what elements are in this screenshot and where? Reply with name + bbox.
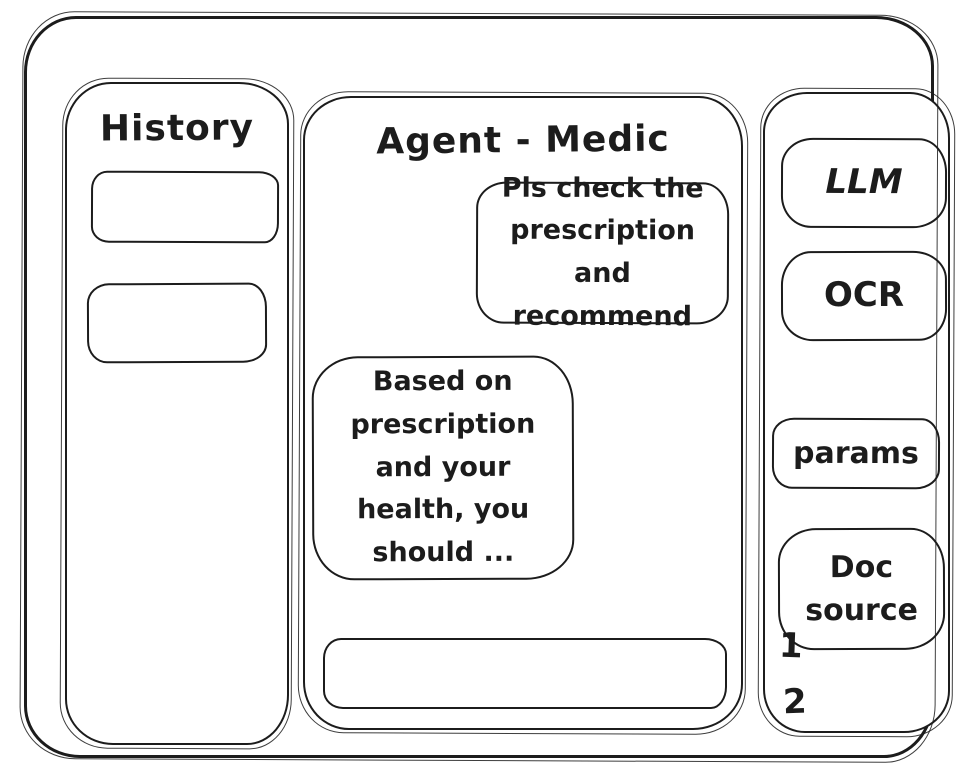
history-title: History bbox=[99, 107, 255, 150]
llm-button[interactable]: LLM bbox=[780, 137, 948, 229]
message-input-box bbox=[323, 638, 727, 709]
message-input[interactable] bbox=[325, 640, 725, 707]
doc-source-item-1[interactable]: 1 bbox=[778, 625, 804, 667]
history-item[interactable] bbox=[86, 282, 268, 364]
history-panel: History bbox=[65, 82, 289, 745]
chat-panel: Agent - Medic Pls check the prescription… bbox=[303, 96, 743, 730]
agent-message-bubble: Based on prescription and your health, y… bbox=[311, 355, 575, 581]
user-message-bubble: Pls check the prescription and recommend bbox=[475, 172, 730, 332]
doc-source-item-2[interactable]: 2 bbox=[782, 681, 808, 723]
params-button[interactable]: params bbox=[771, 417, 941, 490]
tools-panel: LLM OCR params Doc source 1 2 bbox=[763, 92, 950, 733]
app-frame: History Agent - Medic Pls check the pres… bbox=[24, 16, 950, 758]
ocr-button[interactable]: OCR bbox=[780, 250, 948, 342]
history-item[interactable] bbox=[90, 170, 280, 244]
chat-title: Agent - Medic bbox=[375, 118, 671, 163]
